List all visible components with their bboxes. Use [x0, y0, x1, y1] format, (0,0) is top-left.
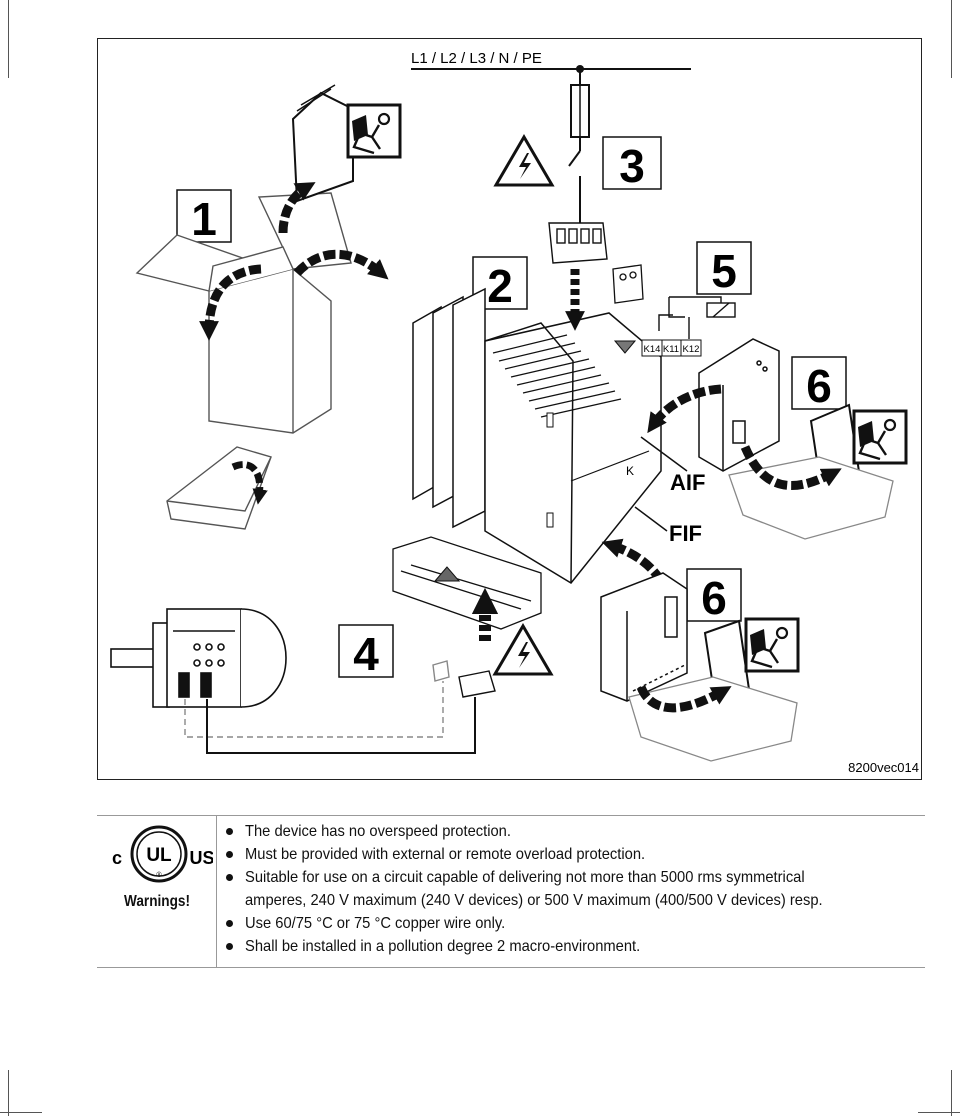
svg-text:K14: K14 [644, 344, 661, 355]
fif-label: FIF [669, 521, 702, 546]
motor-cable [206, 697, 476, 754]
installation-diagram: L1 / L2 / L3 / N / PE 1 2 3 4 5 6 6 [110, 50, 919, 775]
relay-circuit [658, 296, 736, 339]
list-item: The device has no overspeed protection. [221, 820, 911, 843]
crop-mark [0, 1112, 42, 1113]
fif-module [600, 572, 688, 702]
list-item: Shall be installed in a pollution degree… [221, 935, 911, 958]
installation-figure: L1 / L2 / L3 / N / PE 1 2 3 4 5 6 6 [97, 38, 922, 780]
ul-certification-logo: c UL US ® [112, 825, 213, 883]
isolator-switch [568, 150, 581, 167]
svg-text:6: 6 [701, 572, 727, 624]
list-item: Use 60/75 °C or 75 °C copper wire only. [221, 912, 911, 935]
svg-text:K11: K11 [663, 344, 679, 355]
warnings-panel: c UL US ® Warnings! The device has no ov… [97, 815, 925, 968]
svg-text:4: 4 [353, 628, 379, 680]
manual-reader-icon [852, 409, 908, 465]
manual-reader-icon [346, 103, 402, 159]
fif-arrow [601, 538, 665, 584]
step-1-box: 1 [176, 189, 232, 245]
high-voltage-warning-icon [493, 624, 553, 676]
step-6b-box: 6 [686, 568, 742, 624]
manual-aif-arrow [740, 445, 842, 490]
warning-divider [216, 816, 217, 967]
thermal-cable [184, 681, 444, 738]
relay-connector [612, 264, 644, 304]
aif-label: AIF [670, 470, 705, 495]
lid-arrow [231, 461, 268, 505]
step-6-box: 6 [791, 356, 847, 412]
svg-text:2: 2 [487, 260, 513, 312]
unpack-arrows [199, 182, 389, 341]
warning-list: The device has no overspeed protection. … [221, 820, 911, 958]
svg-text:US: US [189, 848, 213, 868]
shipping-box [135, 192, 352, 434]
supply-label: L1 / L2 / L3 / N / PE [411, 50, 542, 67]
svg-text:3: 3 [619, 140, 645, 192]
aif-arrow [647, 384, 722, 434]
crop-mark [951, 0, 952, 78]
crop-mark [8, 1070, 9, 1116]
list-item: Must be provided with external or remote… [221, 843, 911, 866]
crop-mark [951, 1070, 952, 1116]
manual-fif-arrow [636, 685, 732, 713]
manual-book [291, 84, 354, 203]
warnings-label: Warnings! [124, 893, 190, 910]
high-voltage-warning-icon [494, 135, 554, 187]
svg-text:1: 1 [191, 193, 217, 245]
relay-terminal-block: K14 K11 K12 [641, 339, 702, 357]
figure-code: 8200vec014 [848, 760, 919, 775]
crop-mark [8, 0, 9, 78]
svg-text:6: 6 [806, 360, 832, 412]
manual-reader-icon [744, 617, 800, 673]
svg-text:®: ® [156, 871, 162, 879]
motor-plug [432, 660, 496, 698]
manual-fif [628, 619, 798, 762]
motor [110, 608, 287, 708]
box-lid [166, 446, 272, 530]
motor-terminal-block [392, 536, 542, 630]
module-letter: K [626, 464, 634, 478]
list-item: Suitable for use on a circuit capable of… [221, 866, 911, 912]
step-5-box: 5 [696, 241, 752, 297]
mains-connector [548, 222, 608, 264]
svg-text:c: c [112, 848, 122, 868]
svg-text:5: 5 [711, 245, 737, 297]
svg-text:UL: UL [146, 845, 172, 866]
crop-mark [918, 1112, 960, 1113]
step-4-box: 4 [338, 624, 394, 680]
svg-text:K12: K12 [683, 344, 700, 355]
controller-heatsink [412, 287, 662, 584]
aif-module [698, 338, 780, 472]
step-3-box: 3 [602, 136, 662, 192]
heatsink-fins [492, 334, 622, 418]
